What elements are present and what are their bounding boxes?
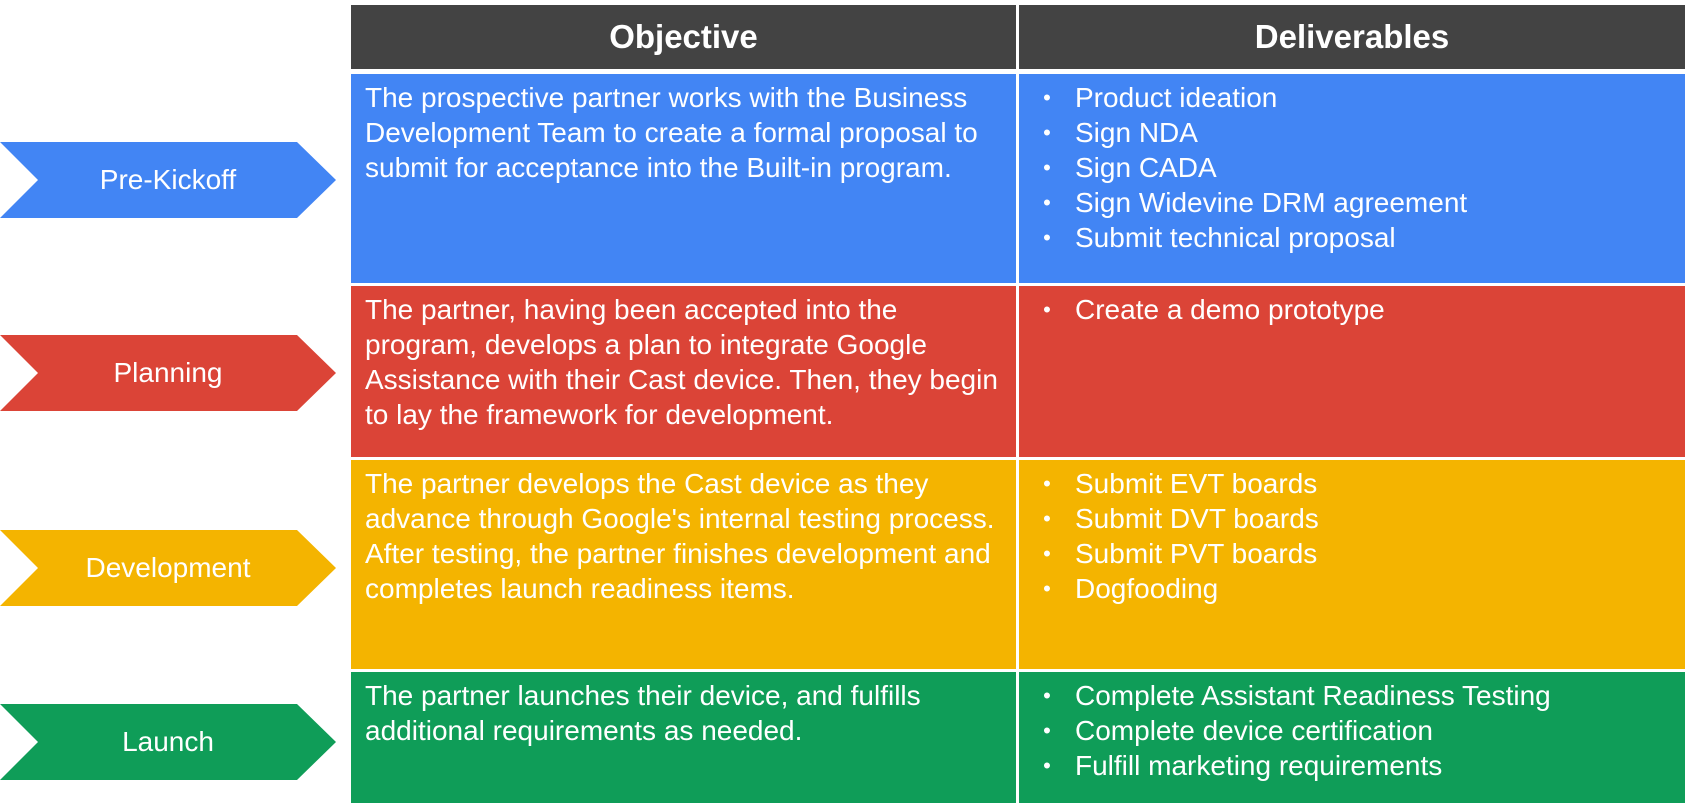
- objective-text: The partner, having been accepted into t…: [365, 294, 998, 430]
- deliverable-item: • Submit technical proposal: [1033, 220, 1671, 255]
- bullet-icon: •: [1043, 190, 1051, 215]
- phase-chevron-pre-kickoff: Pre-Kickoff: [0, 142, 336, 218]
- objective-cell-launch: The partner launches their device, and f…: [351, 672, 1016, 803]
- deliverable-text: Fulfill marketing requirements: [1075, 750, 1443, 781]
- phase-label: Pre-Kickoff: [99, 164, 237, 195]
- deliverable-text: Submit PVT boards: [1075, 538, 1318, 569]
- bullet-icon: •: [1043, 506, 1051, 531]
- deliverable-item: • Complete Assistant Readiness Testing: [1033, 678, 1671, 713]
- objective-cell-pre-kickoff: The prospective partner works with the B…: [351, 74, 1016, 283]
- phase-chevron-planning: Planning: [0, 335, 336, 411]
- deliverables-column-header: Deliverables: [1019, 5, 1685, 69]
- deliverable-text: Complete device certification: [1075, 715, 1433, 746]
- bullet-icon: •: [1043, 120, 1051, 145]
- deliverables-list: • Create a demo prototype: [1033, 292, 1671, 327]
- phase-label: Launch: [122, 726, 214, 757]
- bullet-icon: •: [1043, 471, 1051, 496]
- objective-cell-planning: The partner, having been accepted into t…: [351, 286, 1016, 457]
- deliverable-item: • Submit DVT boards: [1033, 501, 1671, 536]
- deliverable-item: • Fulfill marketing requirements: [1033, 748, 1671, 783]
- deliverable-item: • Sign NDA: [1033, 115, 1671, 150]
- phase-label: Development: [85, 552, 251, 583]
- objective-text: The partner launches their device, and f…: [365, 680, 921, 746]
- deliverables-list: • Complete Assistant Readiness Testing • C…: [1033, 678, 1671, 783]
- objective-column-header: Objective: [351, 5, 1016, 69]
- deliverables-cell-development: • Submit EVT boards • Submit DVT boards • S…: [1019, 460, 1685, 669]
- bullet-icon: •: [1043, 576, 1051, 601]
- deliverable-item: • Product ideation: [1033, 80, 1671, 115]
- deliverable-text: Submit technical proposal: [1075, 222, 1396, 253]
- deliverables-cell-planning: • Create a demo prototype: [1019, 286, 1685, 457]
- bullet-icon: •: [1043, 297, 1051, 322]
- deliverable-item: • Create a demo prototype: [1033, 292, 1671, 327]
- deliverable-item: • Dogfooding: [1033, 571, 1671, 606]
- phase-chevron-development: Development: [0, 530, 336, 606]
- deliverables-list: • Submit EVT boards • Submit DVT boards • S…: [1033, 466, 1671, 606]
- phase-chevron-launch: Launch: [0, 704, 336, 780]
- deliverable-text: Submit EVT boards: [1075, 468, 1318, 499]
- objective-cell-development: The partner develops the Cast device as …: [351, 460, 1016, 669]
- deliverable-item: • Complete device certification: [1033, 713, 1671, 748]
- phase-label: Planning: [113, 357, 223, 388]
- bullet-icon: •: [1043, 541, 1051, 566]
- deliverables-cell-launch: • Complete Assistant Readiness Testing • C…: [1019, 672, 1685, 803]
- deliverable-item: • Submit PVT boards: [1033, 536, 1671, 571]
- bullet-icon: •: [1043, 718, 1051, 743]
- deliverable-text: Sign Widevine DRM agreement: [1075, 187, 1468, 218]
- bullet-icon: •: [1043, 753, 1051, 778]
- deliverables-cell-pre-kickoff: • Product ideation • Sign NDA • Sign CADA •…: [1019, 74, 1685, 283]
- deliverables-list: • Product ideation • Sign NDA • Sign CADA •…: [1033, 80, 1671, 255]
- deliverable-text: Complete Assistant Readiness Testing: [1075, 680, 1551, 711]
- deliverable-text: Submit DVT boards: [1075, 503, 1319, 534]
- deliverable-item: • Sign Widevine DRM agreement: [1033, 185, 1671, 220]
- deliverable-text: Product ideation: [1075, 82, 1278, 113]
- objective-text: The prospective partner works with the B…: [365, 82, 978, 183]
- deliverable-item: • Submit EVT boards: [1033, 466, 1671, 501]
- bullet-icon: •: [1043, 225, 1051, 250]
- deliverable-item: • Sign CADA: [1033, 150, 1671, 185]
- deliverable-text: Dogfooding: [1075, 573, 1219, 604]
- bullet-icon: •: [1043, 155, 1051, 180]
- objective-text: The partner develops the Cast device as …: [365, 468, 995, 604]
- bullet-icon: •: [1043, 683, 1051, 708]
- deliverable-text: Create a demo prototype: [1075, 294, 1385, 325]
- bullet-icon: •: [1043, 85, 1051, 110]
- deliverable-text: Sign NDA: [1075, 117, 1198, 148]
- deliverable-text: Sign CADA: [1075, 152, 1217, 183]
